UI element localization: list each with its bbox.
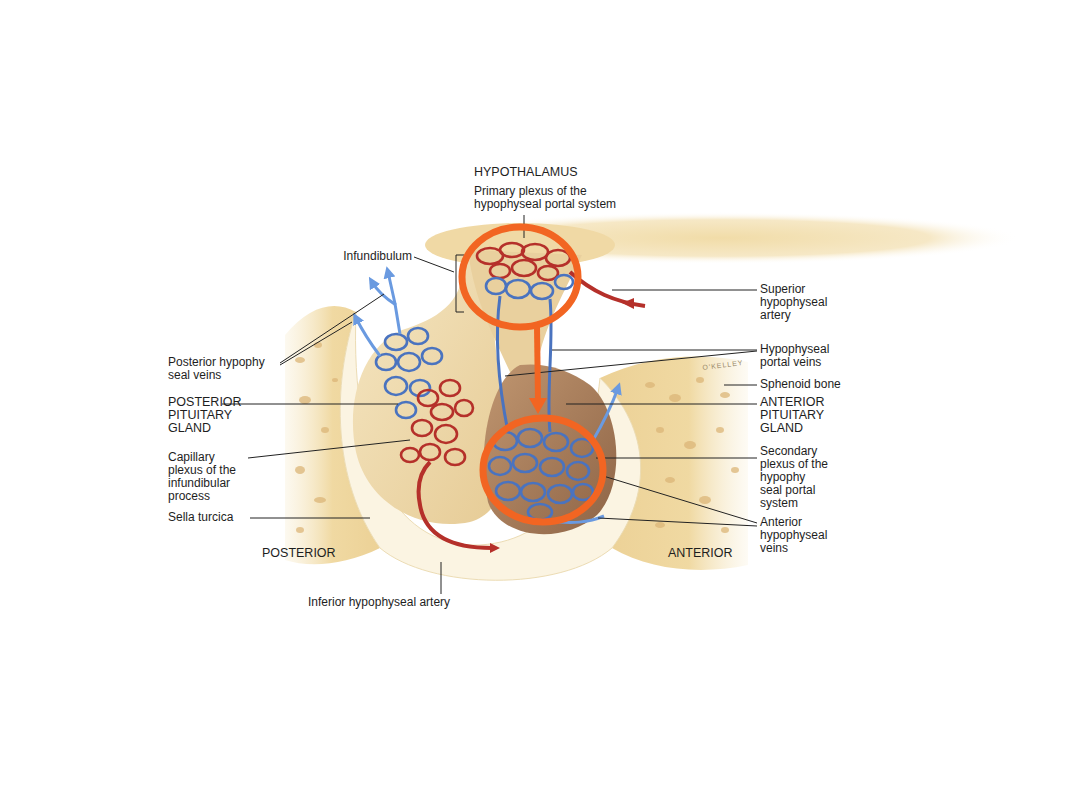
part-label: Infundibulum: [300, 250, 412, 263]
highlight-arrowhead: [529, 398, 547, 414]
part-label: Sella turcica: [168, 511, 268, 524]
organ-label: ANTERIOR PITUITARY GLAND: [760, 396, 850, 435]
direction-label: POSTERIOR: [262, 547, 362, 560]
highlight-arrow: [537, 327, 538, 400]
capillary-plexus: [401, 380, 473, 465]
anterior-hypophyseal-veins: [550, 388, 618, 523]
direction-label: ANTERIOR: [668, 547, 768, 560]
part-label: Posterior hypophy seal veins: [168, 356, 280, 382]
part-label: Superior hypophyseal artery: [760, 283, 842, 322]
artery-arrowhead: [490, 543, 500, 553]
part-label: Capillary plexus of the infundibular pro…: [168, 451, 246, 503]
part-label: Primary plexus of the hypophyseal portal…: [474, 185, 634, 211]
part-label: Inferior hypophyseal artery: [308, 596, 508, 609]
primary-plexus-veins: [486, 275, 573, 299]
highlight-circle: [462, 227, 603, 522]
primary-plexus: [477, 243, 570, 280]
leader-line: [222, 215, 757, 594]
region-title: HYPOTHALAMUS: [474, 166, 634, 179]
organ-label: POSTERIOR PITUITARY GLAND: [168, 396, 258, 435]
part-label: Secondary plexus of the hypophy seal por…: [760, 445, 830, 510]
portal-veins: [498, 296, 552, 432]
posterior-hypophyseal-veins: [356, 272, 400, 356]
part-label: Hypophyseal portal veins: [760, 343, 842, 369]
part-label: Sphenoid bone: [760, 378, 860, 391]
artery-arrowhead: [622, 298, 634, 309]
part-label: Anterior hypophyseal veins: [760, 516, 842, 555]
